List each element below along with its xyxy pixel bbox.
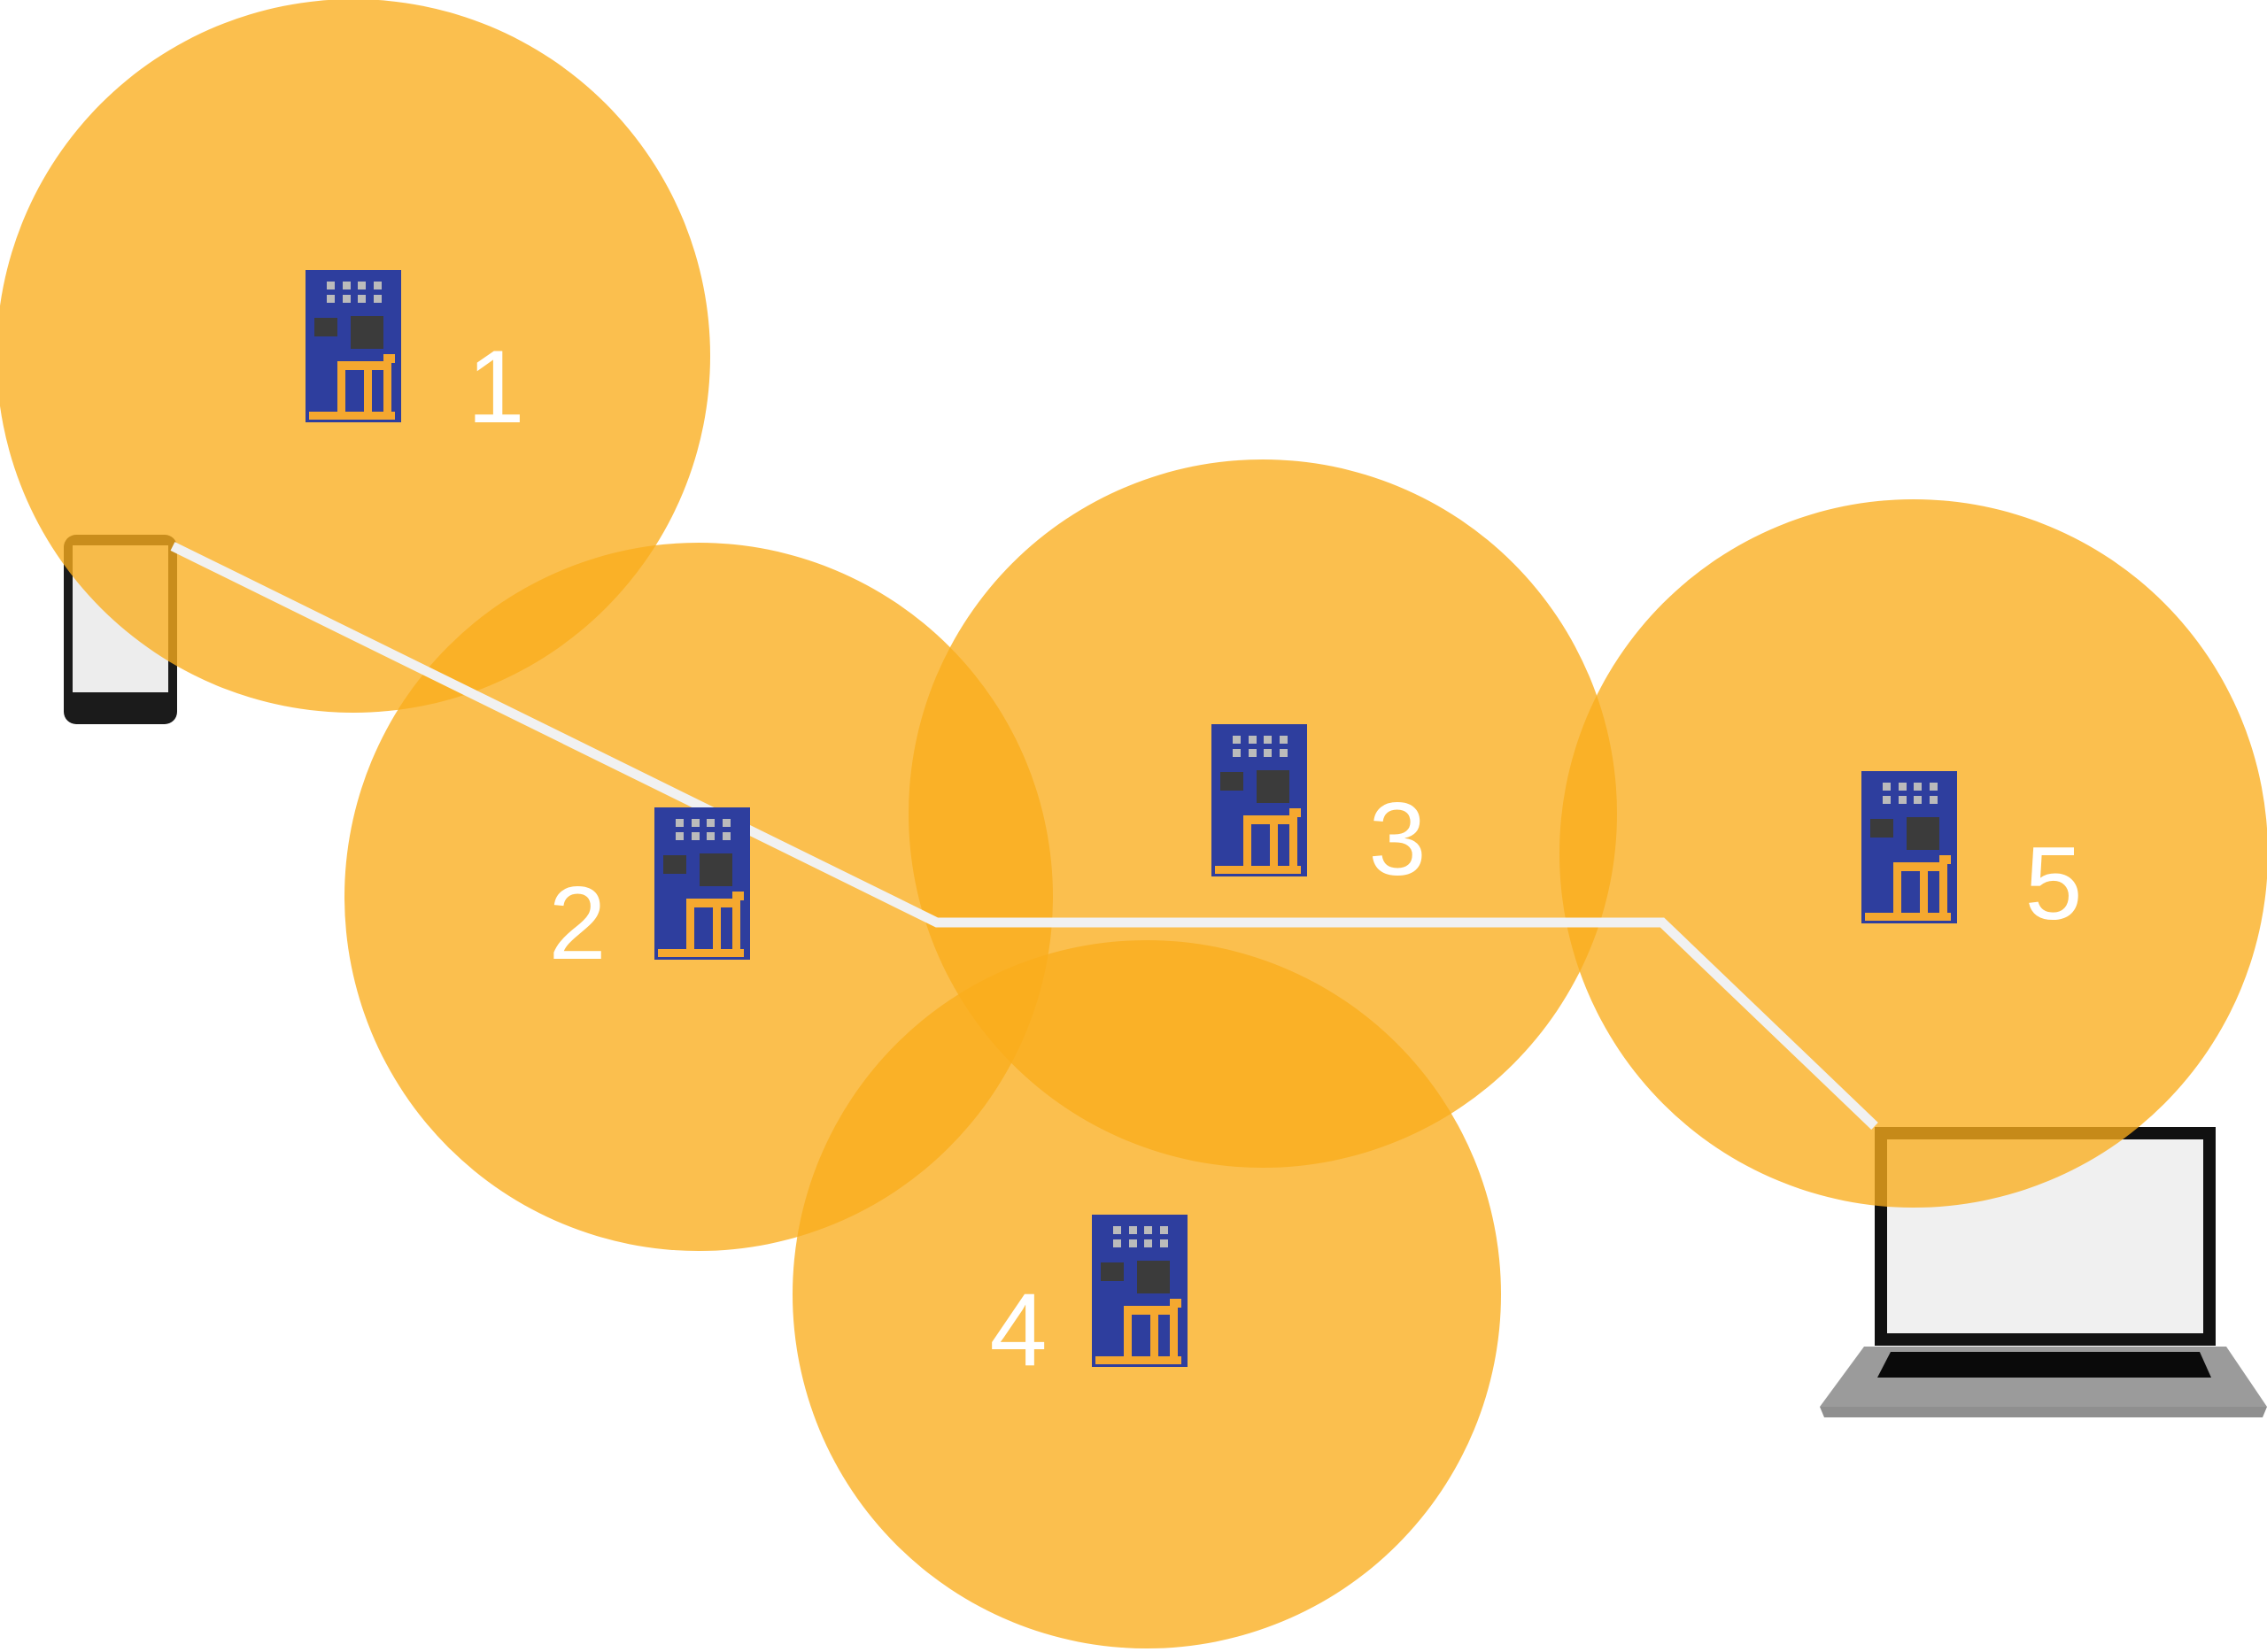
connection-line [170, 542, 1878, 1130]
node-labels: 1 2 3 4 5 [467, 328, 2082, 1387]
esp-module-5 [1861, 771, 1957, 923]
node-label-1: 1 [467, 328, 524, 444]
esp-module-4 [1092, 1215, 1188, 1367]
laptop-keyboard [1877, 1352, 2211, 1378]
esp-module-2 [654, 807, 750, 960]
laptop-base-edge [1820, 1407, 2267, 1417]
node-label-2: 2 [548, 865, 606, 981]
esp-module-3 [1211, 724, 1307, 876]
esp-module-1 [306, 270, 401, 422]
laptop-icon [1820, 1127, 2267, 1417]
node-label-4: 4 [989, 1271, 1047, 1387]
node-label-3: 3 [1368, 781, 1426, 897]
node-label-5: 5 [2024, 825, 2082, 941]
